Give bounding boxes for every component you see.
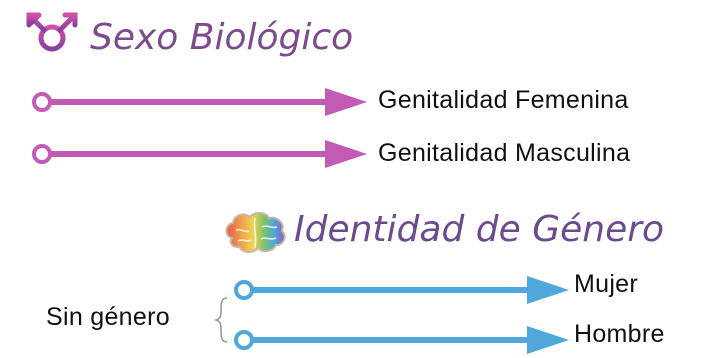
gender-arrow-man <box>234 326 569 354</box>
sex-section-title: Sexo Biológico <box>90 17 354 58</box>
curly-brace <box>213 297 228 343</box>
sex-item-label: Genitalidad Femenina <box>378 86 629 114</box>
gender-brace-label: Sin género <box>46 303 170 331</box>
gender-item-label: Mujer <box>574 270 639 298</box>
gender-section-title: Identidad de Género <box>294 209 665 250</box>
transgender-symbol-icon <box>26 12 78 73</box>
rainbow-brain-icon <box>225 212 286 253</box>
sex-item-label: Genitalidad Masculina <box>378 139 631 167</box>
sex-arrow-female <box>32 88 367 116</box>
sex-arrow-male <box>32 140 367 168</box>
gender-item-label: Hombre <box>574 320 665 348</box>
gender-arrow-woman <box>234 276 569 304</box>
